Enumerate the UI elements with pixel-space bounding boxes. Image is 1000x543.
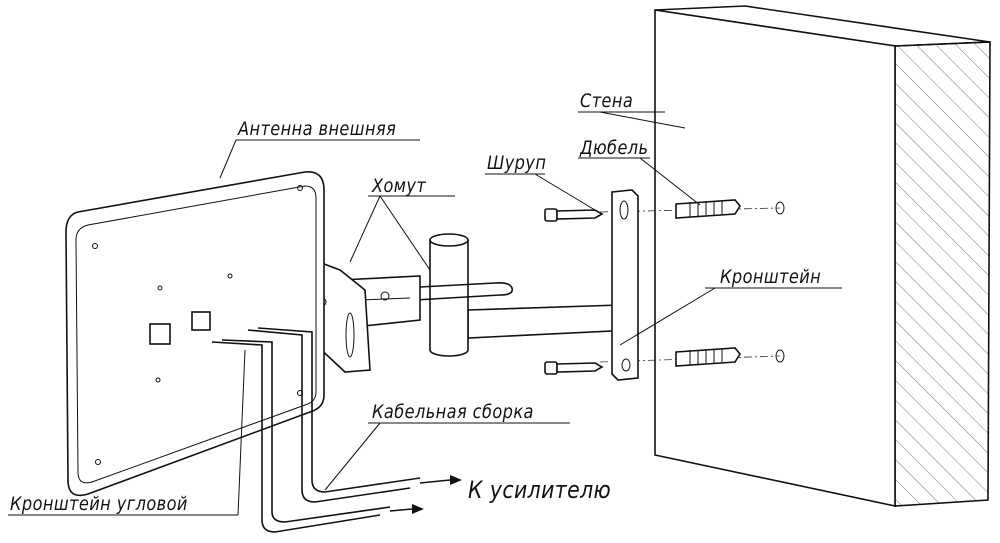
label-corner-bracket: Кронштейн угловой [10, 493, 188, 515]
mast-pipe [429, 233, 469, 357]
label-to-amplifier: К усилителю [468, 476, 612, 504]
screw-top [544, 208, 604, 222]
cable-assembly [211, 327, 462, 533]
label-dowel: Дюбель [580, 137, 649, 159]
label-cable-assembly: Кабельная сборка [372, 401, 534, 423]
label-antenna: Антенна внешняя [238, 118, 397, 140]
label-wall: Стена [580, 90, 634, 112]
label-screw: Шуруп [487, 152, 547, 174]
label-bracket: Кронштейн [720, 266, 822, 288]
label-clamp: Хомут [372, 175, 427, 197]
wall [654, 5, 991, 507]
screw-bottom [544, 361, 604, 375]
dowel-top [675, 199, 741, 219]
dowel-bottom [675, 347, 741, 367]
antenna-panel [65, 171, 325, 497]
